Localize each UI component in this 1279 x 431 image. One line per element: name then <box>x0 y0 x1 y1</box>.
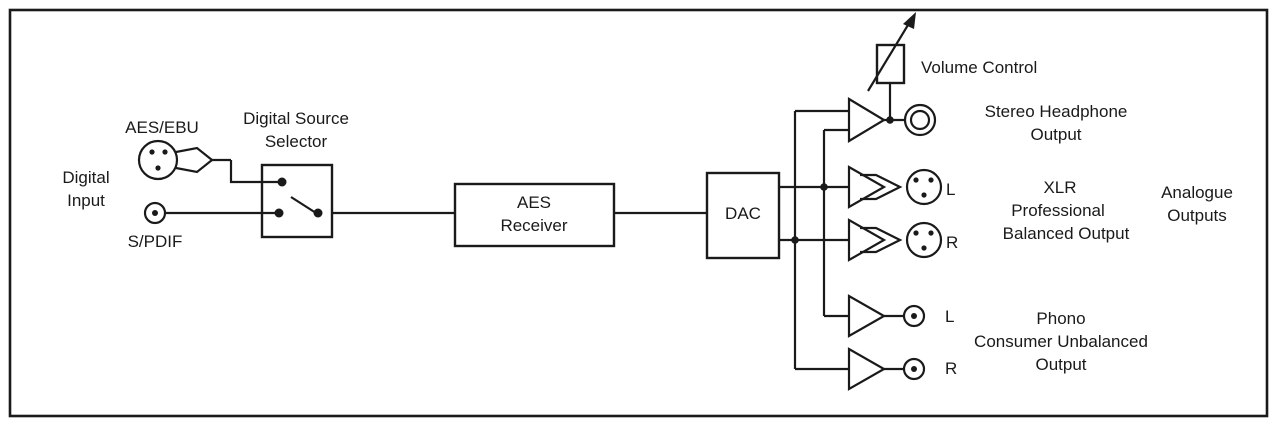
phono-output-label-line3: Output <box>1035 355 1086 374</box>
xlr-input-connector-icon <box>137 139 231 181</box>
xlr-right-connector-icon <box>905 221 943 259</box>
headphone-jack-icon <box>903 103 937 137</box>
output-bus-wires <box>779 109 849 371</box>
digital-input-label: Digital <box>62 168 109 187</box>
analogue-outputs-label: Analogue <box>1161 183 1233 202</box>
aes-receiver-label-line2: Receiver <box>500 216 567 235</box>
xlr-output-label: XLR <box>1043 178 1076 197</box>
xlr-right-label: R <box>946 233 958 252</box>
xlr-left-connector-icon <box>905 168 943 206</box>
phono-left-amplifier <box>847 294 887 338</box>
headphone-amplifier <box>847 97 887 143</box>
phono-right-connector-icon <box>902 357 926 381</box>
xlr-left-label: L <box>946 180 955 199</box>
dac-label: DAC <box>725 204 761 223</box>
phono-output-label: Phono <box>1036 309 1085 328</box>
xlr-left-amplifier <box>847 165 903 209</box>
headphone-output-label: Stereo Headphone <box>985 102 1128 121</box>
xlr-output-label-line3: Balanced Output <box>1003 224 1130 243</box>
xlr-right-amplifier <box>847 218 903 262</box>
headphone-output-label-line2: Output <box>1030 125 1081 144</box>
selector-label-line2: Selector <box>265 132 328 151</box>
xlr-output-label-line2: Professional <box>1011 201 1105 220</box>
digital-source-selector-switch <box>260 163 334 239</box>
aes-receiver-block <box>453 182 616 248</box>
phono-left-connector-icon <box>902 304 926 328</box>
selector-label: Digital Source <box>243 109 349 128</box>
aes-receiver-label: AES <box>517 193 551 212</box>
diagram-frame <box>8 8 1269 418</box>
spdif-input-connector-icon <box>143 201 167 225</box>
aes-ebu-label: AES/EBU <box>125 118 199 137</box>
volume-control-label: Volume Control <box>921 58 1037 77</box>
phono-right-label: R <box>945 359 957 378</box>
phono-right-amplifier <box>847 347 887 391</box>
volume-control-potentiometer-icon <box>867 12 916 120</box>
dac-block <box>705 171 781 260</box>
digital-input-label-line2: Input <box>67 191 105 210</box>
phono-left-label: L <box>945 307 954 326</box>
phono-output-label-line2: Consumer Unbalanced <box>974 332 1148 351</box>
analogue-outputs-label-line2: Outputs <box>1167 206 1227 225</box>
spdif-label: S/PDIF <box>128 232 183 251</box>
